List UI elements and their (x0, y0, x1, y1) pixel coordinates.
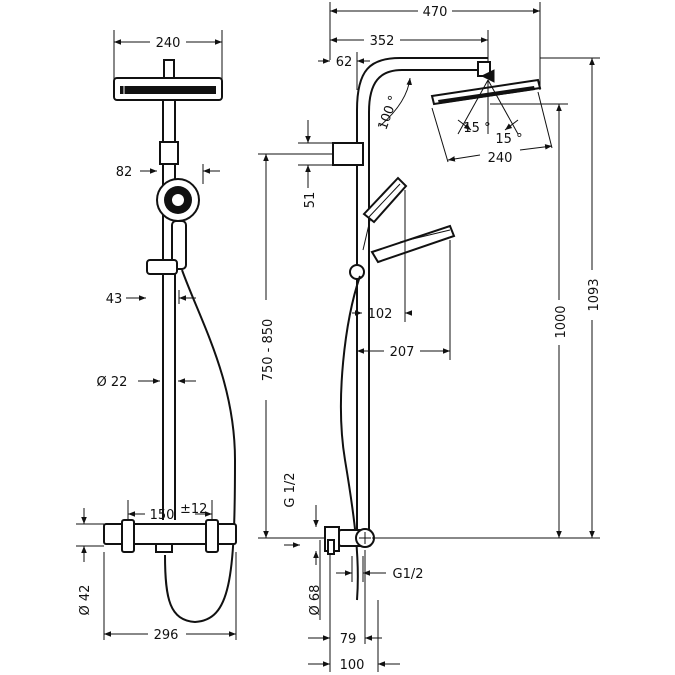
label-handshower-offset: 82 (116, 165, 133, 180)
label-height-inner: 1000 (554, 305, 569, 338)
dim-total-projection: 100 (308, 555, 400, 673)
dim-hand-depth: 102 (352, 190, 412, 322)
dim-holder-offset: 43 (106, 290, 196, 307)
label-arm-angle: 100 ° (376, 94, 402, 132)
handshower-side-upper (362, 176, 408, 251)
label-hand-reach: 207 (390, 345, 415, 360)
dim-inlet-thread: G 1/2 (283, 472, 319, 565)
label-height-total: 1093 (587, 278, 602, 311)
dim-mixer-width: 296 (103, 552, 237, 643)
mixer-front (103, 519, 237, 553)
dim-head-width: 240 (113, 30, 223, 80)
label-slider-height: 51 (303, 192, 318, 209)
overhead-shower-side: 15 ° 15 ° (430, 78, 542, 147)
dim-height-inner: 1000 (372, 103, 600, 539)
handshower-side-lower (339, 224, 456, 601)
label-mixer-centers: 150 (150, 508, 175, 523)
mixer-side (324, 526, 375, 555)
label-mixer-height: Ø 42 (78, 585, 93, 616)
label-inlet-projection: 79 (340, 632, 357, 647)
label-tilt-right: 15 ° (495, 132, 522, 147)
dim-mixer-centers: 150 ±12 (127, 500, 213, 523)
label-pipe-diameter: Ø 22 (97, 375, 128, 390)
side-view: 470 352 62 100 ° (258, 2, 602, 673)
dim-height-total: 1093 (540, 57, 602, 538)
label-tilt-left: 15 ° (463, 121, 490, 136)
label-outlet-height: 750 - 850 (261, 319, 276, 382)
shower-arm-side (356, 57, 495, 535)
dim-mixer-height: Ø 42 (76, 508, 104, 615)
label-total-projection: 100 (340, 658, 365, 673)
dim-escutcheon: Ø 68 (308, 540, 323, 620)
dim-inlet-projection: 79 (308, 550, 382, 647)
dim-total-reach: 470 (329, 2, 541, 90)
overhead-shower-front (113, 59, 223, 101)
front-view: 240 82 (76, 30, 237, 643)
hose-front (164, 269, 237, 624)
slider-side (332, 142, 364, 166)
label-arm-reach: 352 (370, 34, 395, 49)
label-head-width-side: 240 (488, 151, 513, 166)
label-mixer-width: 296 (154, 628, 179, 643)
dim-hand-reach: 207 (357, 240, 451, 360)
dim-head-width-side: 240 (431, 91, 553, 166)
dim-outlet-thread: G1/2 (336, 556, 424, 582)
handshower-front (146, 178, 200, 275)
dim-pipe-diameter: Ø 22 (97, 375, 196, 390)
label-hand-depth: 102 (368, 307, 393, 322)
riser-pipe-front (159, 100, 179, 520)
label-mixer-tolerance: ±12 (180, 502, 207, 517)
dim-handshower-offset: 82 (116, 164, 220, 184)
dim-arm-offset: 62 (318, 52, 370, 90)
arm-angle: 100 ° (376, 77, 413, 132)
label-outlet-thread: G1/2 (393, 567, 424, 582)
label-total-reach: 470 (423, 5, 448, 20)
dim-arm-reach: 352 (330, 30, 489, 70)
dim-slider-height: 51 (298, 120, 333, 208)
label-head-width: 240 (156, 36, 181, 51)
label-escutcheon: Ø 68 (308, 585, 323, 616)
label-inlet-thread: G 1/2 (283, 472, 298, 507)
dim-outlet-height: 750 - 850 (258, 153, 340, 539)
label-holder-offset: 43 (106, 292, 123, 307)
label-arm-offset: 62 (336, 55, 353, 70)
